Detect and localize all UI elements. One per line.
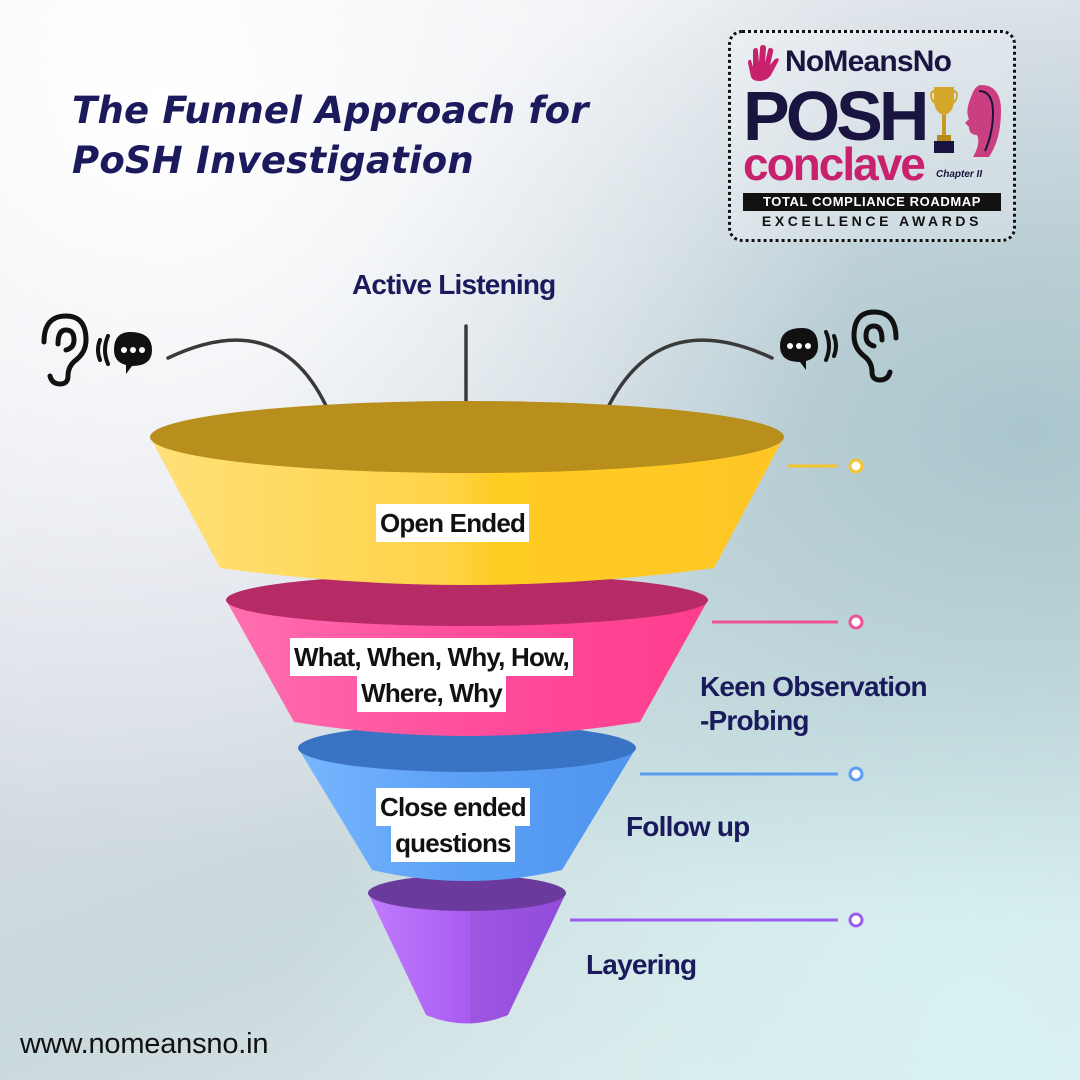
what-when-line-2: Where, Why: [361, 678, 503, 708]
active-listening-label: Active Listening: [352, 269, 556, 300]
connector-3: [640, 766, 864, 782]
woman-silhouette-icon: [965, 85, 1001, 157]
logo-conclave: conclave: [743, 138, 926, 190]
funnel-label-close-ended: Close ended questions: [376, 788, 530, 862]
listening-icon-right: [780, 309, 899, 383]
website-link[interactable]: www.nomeansno.in: [20, 1028, 269, 1060]
funnel-label-what-when: What, When, Why, How, Where, Why: [290, 638, 573, 712]
sound-waves-icon: [824, 330, 838, 362]
posh-conclave-logo: NoMeansNo POSH conclave Chapter II TOTAL…: [728, 30, 1016, 242]
keen-observation-label: Keen Observation -Probing: [700, 670, 928, 738]
connector-1: [788, 458, 864, 474]
close-ended-line-1: Close ended: [380, 792, 527, 822]
trophy-icon: [930, 87, 958, 153]
ear-icon: [41, 313, 89, 387]
open-ended-text: Open Ended: [380, 508, 526, 538]
speech-bubble-icon: [780, 328, 818, 370]
follow-up-label: Follow up: [626, 811, 750, 842]
logo-posh: POSH: [743, 77, 929, 155]
logo-tagline: TOTAL COMPLIANCE ROADMAP: [743, 193, 1001, 211]
close-ended-line-2: questions: [395, 828, 511, 858]
what-when-line-1: What, When, Why, How,: [294, 642, 570, 672]
funnel-label-open-ended: Open Ended: [376, 504, 530, 542]
connector-4: [570, 912, 864, 928]
connector-2: [712, 614, 864, 630]
page-title: The Funnel Approach for PoSH Investigati…: [72, 86, 589, 186]
arrow-left: [166, 338, 338, 432]
funnel-segment-4: [368, 875, 566, 1024]
keen-line-1: Keen Observation: [700, 671, 928, 702]
keen-line-2: -Probing: [700, 705, 810, 736]
funnel-segment-1: [150, 401, 784, 585]
logo-chapter: Chapter II: [936, 169, 983, 180]
logo-awards: EXCELLENCE AWARDS: [761, 213, 983, 229]
title-line-2: PoSH Investigation: [72, 139, 474, 182]
listening-icon-left: [41, 313, 152, 387]
logo-brand: NoMeansNo: [785, 45, 952, 78]
ear-icon: [851, 309, 899, 383]
title-line-1: The Funnel Approach for: [72, 89, 589, 132]
hand-icon: [748, 45, 779, 81]
layering-label: Layering: [586, 949, 697, 980]
arrow-right: [596, 338, 774, 432]
speech-bubble-icon: [114, 332, 152, 374]
sound-waves-icon: [96, 334, 110, 366]
